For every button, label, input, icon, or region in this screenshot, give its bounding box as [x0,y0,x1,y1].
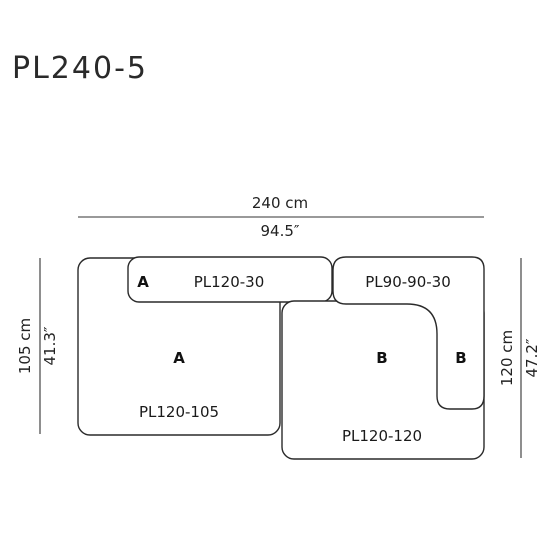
back-right-name: PL90-90-30 [365,273,451,291]
arm-right-letter: B [455,349,466,367]
model-title: PL240-5 [12,51,148,86]
seat-left-letter: A [173,349,185,367]
left-height-cm-label: 105 cm [16,318,34,374]
left-height-in-label: 41.3″ [41,326,59,365]
back-left-name: PL120-30 [194,273,265,291]
width-cm-label: 240 cm [252,194,308,212]
right-height-cm-label: 120 cm [498,330,516,386]
module-back-left [127,256,333,303]
seat-right-letter: B [376,349,387,367]
module-back-right [332,256,485,410]
seat-left-name: PL120-105 [139,403,219,421]
seat-right-name: PL120-120 [342,427,422,445]
right-height-in-label: 47.2″ [523,338,541,377]
back-left-letter: A [137,273,149,291]
width-in-label: 94.5″ [260,222,299,240]
